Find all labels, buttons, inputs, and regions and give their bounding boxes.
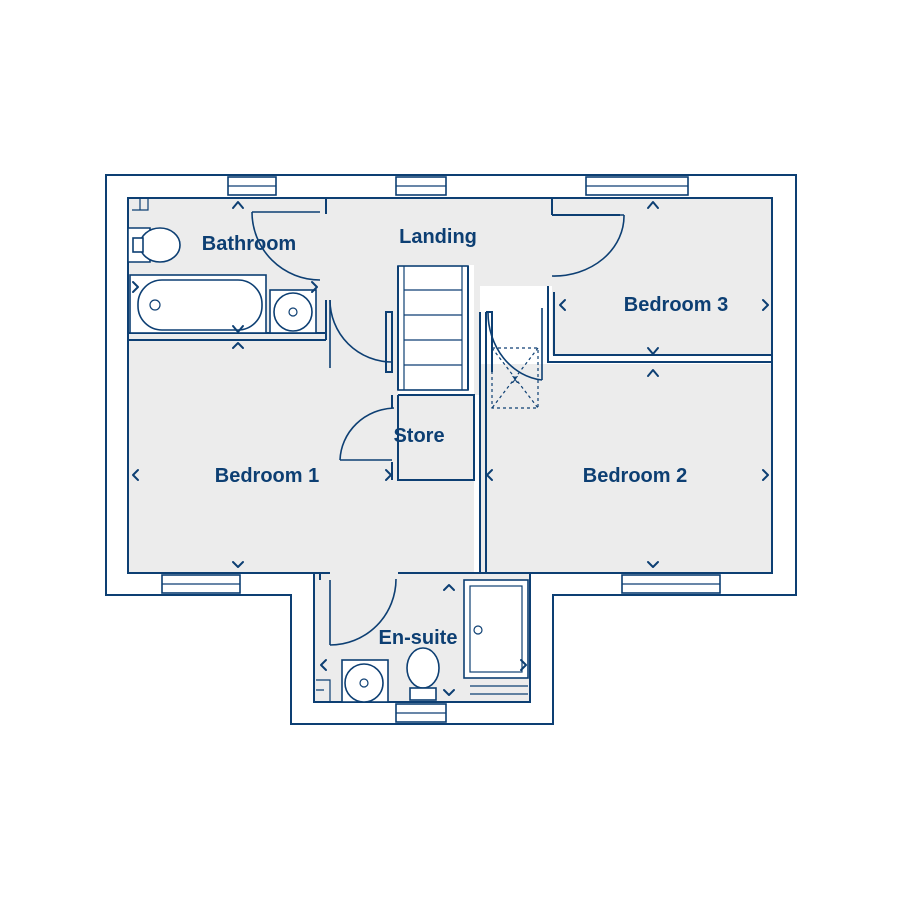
room-label-bathroom: Bathroom (202, 233, 296, 255)
room-label-ensuite: En-suite (379, 627, 458, 649)
windows (161, 176, 721, 723)
doors (251, 211, 625, 646)
ensuite-basin-icon (344, 663, 384, 703)
staircase (397, 265, 469, 391)
loft-hatch-mark: x (511, 372, 518, 386)
outer-wall (105, 174, 797, 725)
room-label-bedroom-2: Bedroom 2 (583, 465, 687, 487)
toilet-icon (139, 227, 181, 263)
ensuite-toilet-icon (406, 647, 440, 689)
room-label-store: Store (393, 425, 444, 447)
ensuite-fixtures (316, 579, 529, 703)
inner-walls (127, 197, 773, 703)
room-label-bedroom-1: Bedroom 1 (215, 465, 319, 487)
room-label-bedroom-3: Bedroom 3 (624, 294, 728, 316)
loft-hatch (491, 347, 539, 409)
bathroom-fixtures (127, 198, 317, 334)
measure-marks (132, 201, 769, 696)
room-label-landing: Landing (399, 226, 477, 248)
